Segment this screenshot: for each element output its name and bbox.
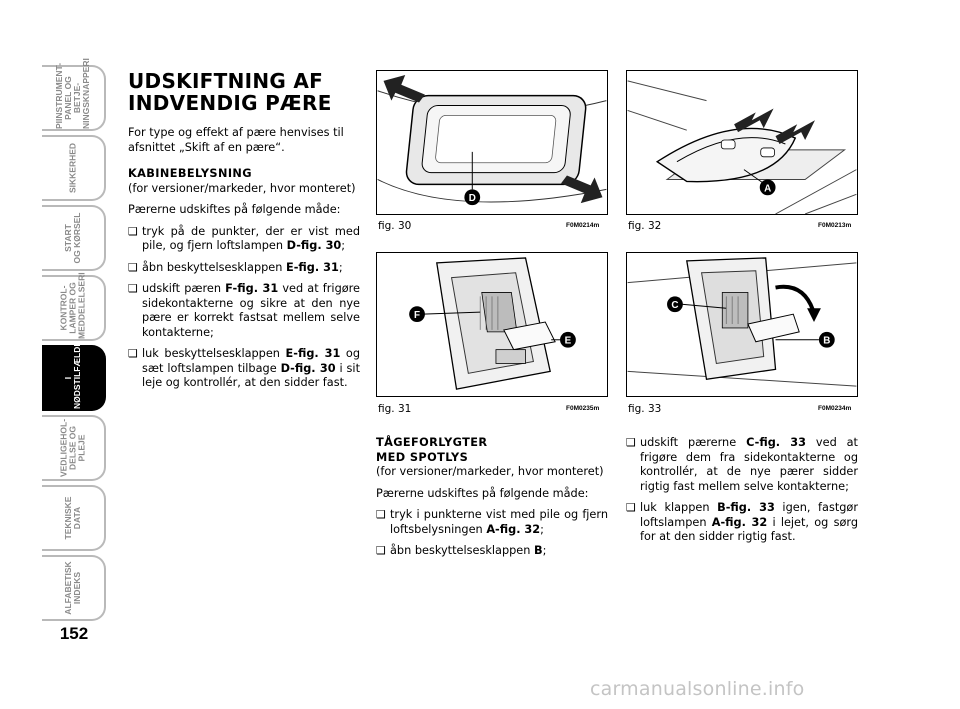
list-item: åbn beskyttelsesklappen B; [376, 544, 608, 559]
intro-text: For type og effekt af pære henvises til … [128, 126, 344, 154]
section-heading: TÅGEFORLYGTER MED SPOTLYS (for versioner… [376, 436, 604, 478]
steps-intro: Pærerne udskiftes på følgende måde: [376, 486, 589, 500]
list-item: luk klappen B-fig. 33 igen, fastgør loft… [626, 501, 858, 545]
callout-e: E [565, 336, 572, 347]
lamp-housing-illustration: F E [409, 257, 576, 390]
figure-code: F0M0234m [818, 405, 852, 412]
tab-label: KONTROL- LAMPER OG MEDDELELSERI [58, 272, 87, 339]
figure-caption: fig. 33 [628, 403, 662, 415]
callout-f: F [414, 310, 420, 321]
list-item: udskift pærerne C-fig. 33 ved at frigøre… [626, 436, 858, 494]
callout-d: D [469, 193, 476, 204]
page-title: UDSKIFTNING AF INDVENDIG PÆRE [128, 69, 332, 115]
tab-label: SIKKERHED [67, 142, 78, 194]
tab-label: VEDLIGEHOL- DELSE OG PLEJE [58, 418, 87, 478]
page-number: 152 [59, 624, 89, 643]
middle-column: TÅGEFORLYGTER MED SPOTLYS (for versioner… [376, 436, 608, 566]
tab-label: I NØDSTILFÆLDE [63, 341, 82, 409]
tab-label: TEKNISKE DATA [63, 496, 82, 540]
tab-start-og-korsel[interactable]: START OG KØRSEL [42, 205, 106, 271]
figure-code: F0M0214m [566, 222, 600, 229]
figure-code: F0M0213m [818, 222, 852, 229]
figure-32: A [626, 70, 858, 215]
tab-alfabetisk-indeks[interactable]: ALFABETISK INDEKS [42, 555, 106, 621]
spotlight-housing-illustration: C B [627, 257, 857, 387]
list-item: åbn beskyttelsesklappen E-fig. 31; [128, 261, 360, 276]
list-item: luk beskyttelsesklappen E-fig. 31 og sæt… [128, 347, 360, 391]
tab-kontrollamper[interactable]: KONTROL- LAMPER OG MEDDELELSERI [42, 272, 106, 341]
tab-label: ALFABETISK INDEKS [63, 561, 82, 615]
list-item: tryk i punkterne vist med pile og fjern … [376, 508, 608, 537]
list-item: tryk på de punkter, der er vist med pile… [128, 225, 360, 254]
ceiling-lamp-illustration: D [377, 74, 607, 206]
tab-sikkerhed[interactable]: SIKKERHED [42, 135, 106, 201]
tab-label: PIINSTRUMENT- PANEL OG BETJE- NINGSKNAPP… [54, 58, 91, 129]
tab-tekniske-data[interactable]: TEKNISKE DATA [42, 485, 106, 551]
figure-caption: fig. 32 [628, 220, 662, 232]
figure-33: C B [626, 252, 858, 397]
watermark: carmanualsonline.info [590, 678, 805, 700]
callout-c: C [671, 300, 678, 311]
figure-30: D [376, 70, 608, 215]
list-item: udskift pæren F-fig. 31 ved at frigøre s… [128, 282, 360, 340]
tab-i-nodstilfaelde[interactable]: I NØDSTILFÆLDE [42, 341, 106, 411]
figure-code: F0M0235m [566, 405, 600, 412]
figure-31: F E [376, 252, 608, 397]
section-heading: KABINEBELYSNING (for versioner/markeder,… [128, 167, 356, 195]
figure-caption: fig. 30 [378, 220, 412, 232]
callout-a: A [764, 183, 771, 194]
steps-intro: Pærerne udskiftes på følgende måde: [128, 203, 341, 216]
spotlight-lamp-illustration: A [627, 80, 857, 214]
callout-b: B [823, 336, 830, 347]
tab-vedligeholdelse[interactable]: VEDLIGEHOL- DELSE OG PLEJE [42, 415, 106, 481]
right-column: udskift pærerne C-fig. 33 ved at frigøre… [626, 436, 858, 552]
tab-instrumentpanel[interactable]: PIINSTRUMENT- PANEL OG BETJE- NINGSKNAPP… [42, 58, 106, 131]
tab-label: START OG KØRSEL [63, 212, 82, 264]
figure-caption: fig. 31 [378, 403, 412, 415]
left-column: UDSKIFTNING AF INDVENDIG PÆRE For type o… [128, 70, 360, 398]
